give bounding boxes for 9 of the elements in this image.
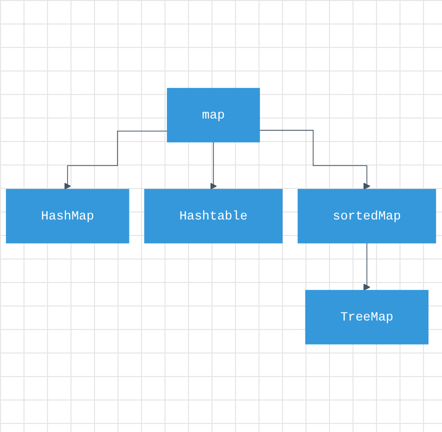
node-box: HashMap	[6, 188, 130, 244]
arrow	[363, 242, 370, 290]
arrow	[64, 130, 168, 190]
arrow	[259, 130, 370, 190]
node-box: Hashtable	[144, 188, 283, 244]
node-box: TreeMap	[305, 290, 428, 344]
node-box: map	[166, 88, 260, 142]
node-box: sortedMap	[298, 188, 436, 244]
arrow	[210, 141, 217, 190]
